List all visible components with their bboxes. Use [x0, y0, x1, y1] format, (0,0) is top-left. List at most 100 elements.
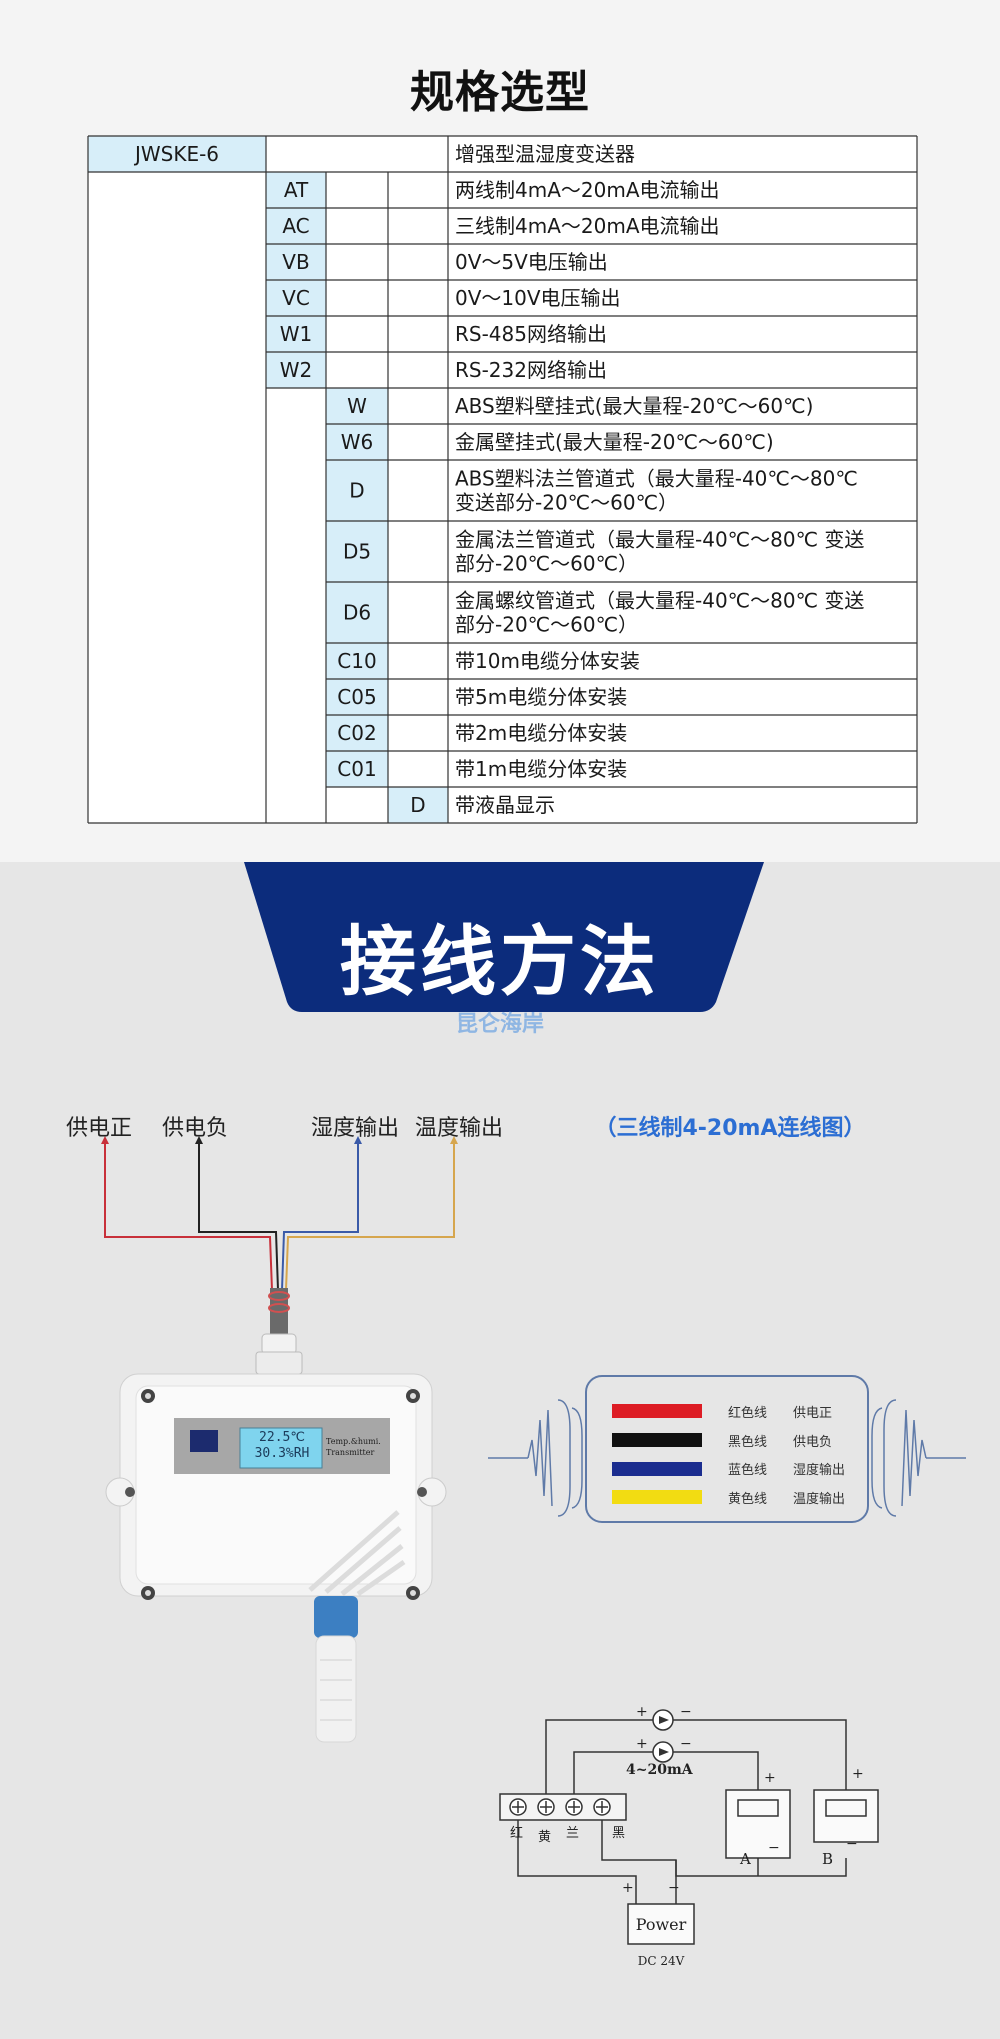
code-cell	[326, 715, 388, 751]
display-humidity: 30.3%RH	[254, 1446, 310, 1461]
description-text: 部分-20℃～60℃）	[455, 613, 638, 637]
device-name: Temp.&humi. Transmitter	[326, 1436, 388, 1458]
device-name-line1: Temp.&humi.	[326, 1437, 381, 1446]
spec-section: 规格选型 JWSKE-6 增强型温湿度变送器 AT 两线制4mA～20mA电流输出 AC…	[0, 0, 1000, 862]
code-text: VB	[282, 250, 309, 274]
code-cell	[266, 172, 326, 208]
code-cell	[388, 787, 448, 823]
description-text: RS-232网络输出	[455, 358, 607, 382]
legend-meaning-yellow: 温度输出	[793, 1492, 846, 1507]
legend-black-bar	[612, 1433, 702, 1447]
description-text: 带1m电缆分体安装	[455, 757, 627, 781]
ammeter1-minus: −	[680, 1704, 692, 1720]
wire-arrows	[101, 1136, 458, 1144]
legend-color-red: 红色线	[728, 1406, 768, 1421]
spec-table: JWSKE-6 增强型温湿度变送器 AT 两线制4mA～20mA电流输出 AC 三线制4m…	[87, 135, 918, 824]
code-cell	[326, 643, 388, 679]
code-text: AC	[282, 214, 309, 238]
spec-title: 规格选型	[410, 67, 590, 118]
ammeter2-minus: −	[680, 1736, 692, 1752]
current-label: 4~20mA	[626, 1762, 693, 1778]
transmitter-device	[105, 1373, 447, 1743]
supply-label: DC 24V	[637, 1954, 685, 1968]
code-text: AT	[284, 178, 309, 202]
meter-b-label: B	[822, 1850, 834, 1868]
code-text: C10	[337, 649, 376, 673]
ammeter1-plus: +	[636, 1704, 648, 1720]
legend-color-blue: 蓝色线	[728, 1463, 768, 1478]
terminal-red: 红	[510, 1826, 524, 1841]
terminal-blue: 兰	[566, 1826, 580, 1841]
display-temperature: 22.5℃	[259, 1430, 305, 1445]
code-text: W2	[280, 358, 313, 382]
meter-a-plus: +	[764, 1770, 776, 1786]
description-text: 带液晶显示	[455, 793, 555, 817]
power-box	[627, 1903, 695, 1945]
code-cell	[88, 136, 266, 172]
description-text: 带2m电缆分体安装	[455, 721, 627, 745]
legend-color-black: 黑色线	[728, 1435, 768, 1450]
power-minus: −	[668, 1880, 680, 1896]
description-text: 带10m电缆分体安装	[455, 649, 640, 673]
code-cell	[326, 521, 388, 582]
code-text: W6	[341, 430, 374, 454]
meter-b-plus: +	[852, 1766, 864, 1782]
code-cell	[326, 679, 388, 715]
legend-meaning-red: 供电正	[793, 1406, 833, 1421]
code-text: W1	[280, 322, 313, 346]
label-power-positive: 供电正	[66, 1116, 133, 1141]
power-plus: +	[622, 1880, 634, 1896]
legend-meaning-black: 供电负	[793, 1435, 833, 1450]
description-text: 0V～5V电压输出	[455, 250, 608, 274]
code-text: C02	[337, 721, 376, 745]
description-text: RS-485网络输出	[455, 322, 607, 346]
code-cell	[266, 244, 326, 280]
meters	[725, 1789, 879, 1859]
code-cell	[326, 751, 388, 787]
code-cell	[266, 280, 326, 316]
label-temperature-output: 温度输出	[415, 1116, 504, 1141]
description-text: 两线制4mA～20mA电流输出	[455, 178, 720, 202]
legend-meaning-blue: 湿度输出	[793, 1463, 846, 1478]
red-wire	[104, 1140, 273, 1291]
description-text: ABS塑料法兰管道式（最大量程-40℃～80℃	[455, 467, 858, 491]
blue-wire	[281, 1140, 359, 1291]
code-text: D	[349, 479, 364, 503]
code-text: VC	[282, 286, 310, 310]
description-text: 金属螺纹管道式（最大量程-40℃～80℃ 变送	[455, 589, 864, 613]
description-text: 增强型温湿度变送器	[455, 142, 635, 166]
ammeter2-plus: +	[636, 1736, 648, 1752]
meter-a-minus: −	[768, 1840, 780, 1856]
description-text: 三线制4mA～20mA电流输出	[455, 214, 720, 238]
device-name-line2: Transmitter	[326, 1448, 375, 1457]
description-text: 金属法兰管道式（最大量程-40℃～80℃ 变送	[455, 528, 864, 552]
description-text: ABS塑料壁挂式(最大量程-20℃～60℃)	[455, 394, 813, 418]
code-cell	[326, 460, 388, 521]
wiring-banner	[244, 862, 764, 1012]
code-text: JWSKE-6	[133, 142, 219, 166]
legend-color-yellow: 黄色线	[728, 1492, 768, 1507]
wiring-title: 接线方法	[340, 917, 660, 1006]
meter-b-minus: −	[846, 1836, 858, 1852]
description-text: 变送部分-20℃～60℃）	[455, 491, 678, 515]
circuit-caption: （三线制4-20mA连线图）	[594, 1116, 866, 1141]
yellow-wire	[285, 1140, 455, 1291]
code-cell	[326, 424, 388, 460]
code-cell	[326, 388, 388, 424]
code-cell	[266, 208, 326, 244]
code-text: D5	[343, 540, 371, 564]
code-text: W	[347, 394, 367, 418]
watermark-logo: 昆仑海岸	[455, 1012, 544, 1037]
code-cell	[266, 352, 326, 388]
power-label: Power	[635, 1915, 687, 1934]
label-power-negative: 供电负	[162, 1116, 229, 1141]
device-display: 22.5℃ 30.3%RH	[244, 1430, 320, 1462]
black-wire	[198, 1140, 279, 1291]
description-text: 部分-20℃～60℃）	[455, 552, 638, 576]
code-text: D6	[343, 601, 371, 625]
terminal-black: 黑	[612, 1826, 626, 1841]
legend-yellow-bar	[612, 1490, 702, 1504]
